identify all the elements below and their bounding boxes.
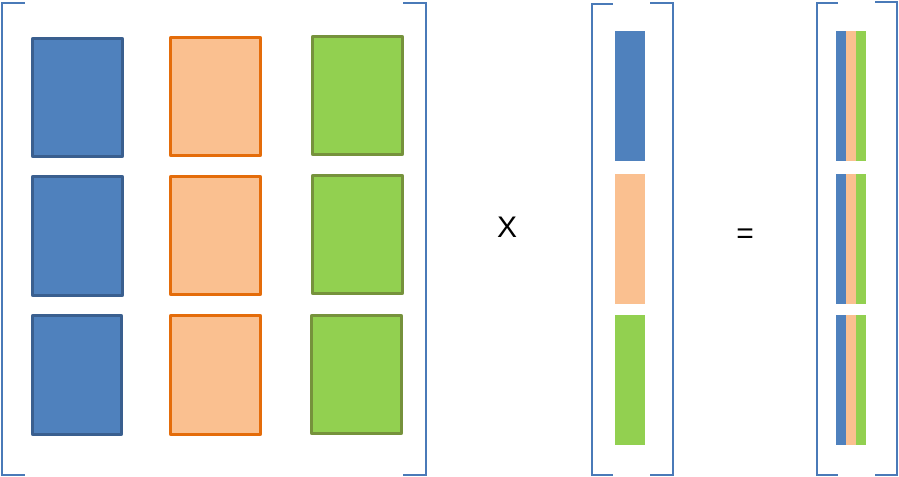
result-entry-2-stripe-blue [836, 174, 846, 304]
matrix-a-cell-r2c3 [311, 174, 404, 295]
result-entry-1-stripe-green [856, 31, 866, 161]
result-vector [812, 0, 899, 477]
matrix-a-cell-r3c2 [169, 314, 262, 436]
multiply-operator: X [496, 211, 517, 244]
matrix-a-cell-r1c3 [311, 35, 404, 156]
matrix-a-cell-r3c3 [310, 314, 403, 435]
vector-x-entry-3 [615, 315, 645, 445]
result-entry-2 [836, 174, 866, 304]
matrix-a-cell-r3c1 [31, 314, 123, 436]
matrix-a-cell-r1c1 [31, 37, 124, 158]
matrix-a-cell-r2c1 [31, 175, 124, 297]
result-entry-3-stripe-green [856, 315, 866, 445]
matrix-a-cell-r2c2 [169, 175, 262, 296]
vector-x [586, 0, 678, 477]
result-entry-1 [836, 31, 866, 161]
result-entry-3-stripe-orange [846, 315, 856, 445]
vector-x-entry-2 [615, 174, 645, 304]
result-entry-1-stripe-blue [836, 31, 846, 161]
result-entry-1-stripe-orange [846, 31, 856, 161]
vector-x-entry-1 [615, 31, 645, 161]
equals-operator: = [736, 217, 754, 250]
matrix-a [0, 0, 430, 477]
result-entry-2-stripe-orange [846, 174, 856, 304]
matrix-a-cell-r1c2 [169, 36, 262, 157]
result-entry-3 [836, 315, 866, 445]
result-entry-3-stripe-blue [836, 315, 846, 445]
result-entry-2-stripe-green [856, 174, 866, 304]
